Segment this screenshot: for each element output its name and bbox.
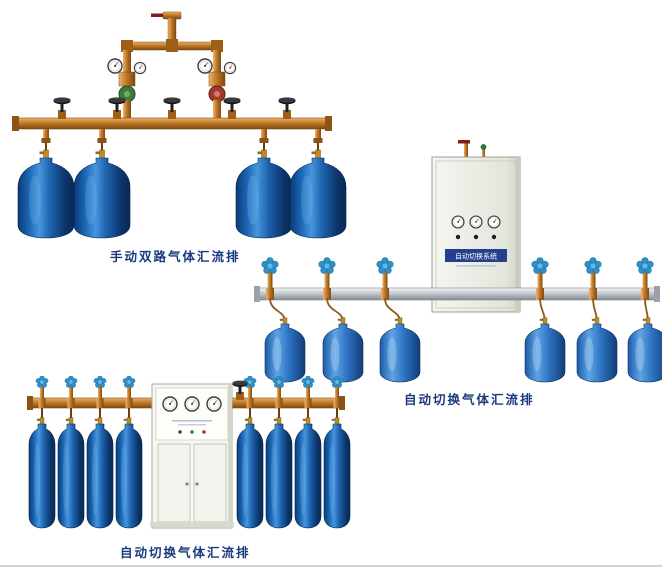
- manifold-valve-handwheel: [223, 97, 241, 119]
- bottom-divider: [0, 565, 662, 567]
- cabinet-knob: [473, 234, 479, 240]
- cabinet-nameplate: [445, 249, 507, 262]
- cabinet-gauge: [451, 215, 465, 229]
- gas-cylinder: [73, 157, 131, 239]
- gas-cylinder: [379, 317, 421, 383]
- product-image-auto-switch-cabinet: 自动切换系统: [252, 140, 662, 386]
- manifold-valve-handwheel: [163, 97, 181, 119]
- caption-auto-switch-tall: 自动切换气体汇流排: [120, 545, 251, 560]
- pressure-gauge: [197, 58, 213, 74]
- cabinet-door-left: [157, 443, 191, 523]
- flower-valve-assembly: [636, 257, 654, 300]
- cylinder-connection: [311, 129, 323, 160]
- flower-valve-assembly: [64, 376, 78, 408]
- flower-valve-assembly: [93, 376, 107, 408]
- flower-valve-assembly: [122, 376, 136, 408]
- auto-switch-tall-graphic: [27, 376, 351, 529]
- caption-auto-switch-cabinet: 自动切换气体汇流排: [404, 392, 535, 407]
- manual-dual-manifold-graphic: [12, 11, 347, 239]
- pressure-gauge: [223, 61, 237, 75]
- cylinder-connection: [257, 129, 269, 160]
- caption-manual-dual-manifold: 手动双路气体汇流排: [110, 249, 241, 264]
- cabinet-gauge: [206, 396, 222, 412]
- gas-cylinder: [17, 157, 75, 239]
- flower-valve-assembly: [272, 376, 286, 408]
- gas-cylinder: [115, 417, 143, 529]
- flower-valve-assembly: [35, 376, 49, 408]
- cylinder-connection: [95, 129, 107, 160]
- cabinet-nameplate-text: 自动切换系统: [455, 252, 497, 261]
- auto-switch-manifold-graphic: 自动切换系统: [254, 140, 662, 383]
- cabinet-gauge: [184, 396, 200, 412]
- pressure-gauge: [107, 58, 123, 74]
- cylinder-drops: [41, 408, 338, 418]
- cabinet-gauge: [162, 396, 178, 412]
- flower-valve-assembly: [531, 257, 549, 300]
- cylinder-connection: [39, 129, 51, 160]
- gas-cylinder: [28, 417, 56, 529]
- manifold-valve-handwheel: [53, 97, 71, 119]
- cabinet-gauge: [469, 215, 483, 229]
- manifold-header-pipe: [254, 286, 660, 302]
- gas-cylinder: [294, 417, 322, 529]
- gas-cylinder: [524, 317, 566, 383]
- cabinet-door-right: [193, 443, 227, 523]
- gas-cylinder: [576, 317, 618, 383]
- gas-cylinder: [57, 417, 85, 529]
- flower-valve-assembly: [318, 257, 336, 300]
- product-image-auto-switch-tall: [18, 376, 358, 548]
- pressure-regulator-right: [197, 58, 237, 120]
- control-cabinet: [150, 383, 234, 529]
- cabinet-indicator: [202, 430, 206, 434]
- gas-cylinder: [265, 417, 293, 529]
- pressure-regulator-left: [107, 58, 147, 120]
- gas-cylinder: [627, 317, 662, 383]
- cabinet-indicator: [190, 430, 194, 434]
- flower-valve-assembly: [261, 257, 279, 300]
- gas-cylinder: [86, 417, 114, 529]
- gas-cylinder: [264, 317, 306, 383]
- flower-valve-assembly: [243, 376, 257, 408]
- flower-valve-assembly: [301, 376, 315, 408]
- product-image-manual-dual-manifold: [8, 6, 348, 266]
- cabinet-switch: [178, 430, 182, 434]
- control-cabinet: 自动切换系统: [431, 140, 521, 313]
- cabinet-knob: [455, 234, 461, 240]
- inlet-pipework: [121, 11, 223, 74]
- gas-cylinder: [322, 317, 364, 383]
- cabinet-gauge: [487, 215, 501, 229]
- manifold-valve-handwheel: [108, 97, 126, 119]
- flower-valve-assembly: [376, 257, 394, 300]
- manifold-valve-handwheel: [278, 97, 296, 119]
- gas-cylinder: [323, 417, 351, 529]
- flower-valve-assembly: [584, 257, 602, 300]
- cabinet-knob: [491, 234, 497, 240]
- gas-cylinder: [236, 417, 264, 529]
- pressure-gauge: [133, 61, 147, 75]
- manifold-valve-handwheel: [232, 380, 248, 400]
- flower-valve-assembly: [330, 376, 344, 408]
